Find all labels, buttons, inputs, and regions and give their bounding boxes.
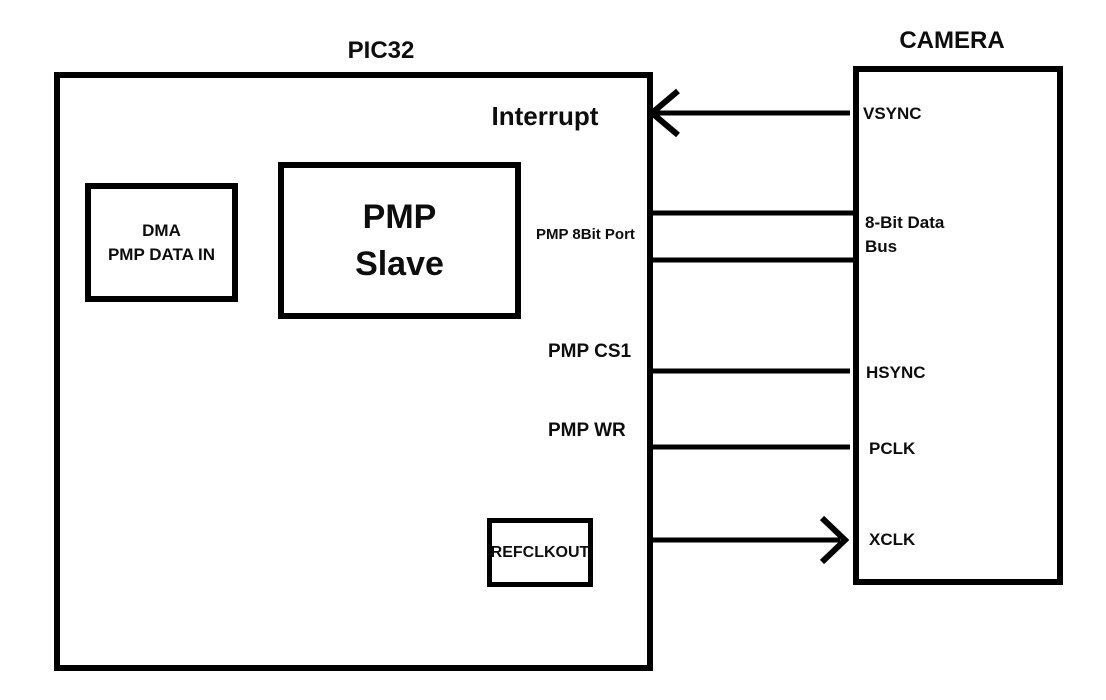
pclk-pin-label: PCLK — [869, 439, 916, 458]
data-bus-pin-line2: Bus — [865, 237, 898, 256]
pmp-cs1-label: PMP CS1 — [548, 341, 632, 362]
xclk-arrowhead-icon — [819, 515, 850, 565]
xclk-pin-label: XCLK — [869, 530, 916, 549]
pmp-8bit-port-label: PMP 8Bit Port — [536, 226, 635, 243]
data-bus-pin-line1: 8-Bit Data — [865, 213, 945, 232]
pmp-slave-label-line1: PMP — [362, 197, 437, 236]
camera-title: CAMERA — [899, 27, 1005, 54]
pmp-wr-label: PMP WR — [548, 420, 626, 441]
vsync-pin-label: VSYNC — [863, 104, 922, 123]
pmp-slave-box: PMP Slave — [278, 162, 521, 319]
dma-label-line2: PMP DATA IN — [107, 244, 216, 264]
refclkout-label: REFCLKOUT — [490, 543, 590, 561]
camera-box — [853, 66, 1063, 585]
dma-box: DMA PMP DATA IN — [85, 183, 238, 302]
pic32-title: PIC32 — [347, 37, 415, 64]
refclkout-box: REFCLKOUT — [487, 518, 593, 587]
hsync-pin-label: HSYNC — [866, 363, 926, 382]
interrupt-label: Interrupt — [491, 101, 599, 131]
data-bus-pin-label: 8-Bit Data Bus — [865, 211, 944, 259]
pmp-slave-label: PMP Slave — [284, 168, 515, 313]
dma-label-line1: DMA — [142, 220, 181, 240]
pmp-slave-label-line2: Slave — [355, 244, 444, 283]
dma-label: DMA PMP DATA IN — [91, 189, 232, 296]
vsync-arrowhead-icon — [647, 88, 680, 138]
